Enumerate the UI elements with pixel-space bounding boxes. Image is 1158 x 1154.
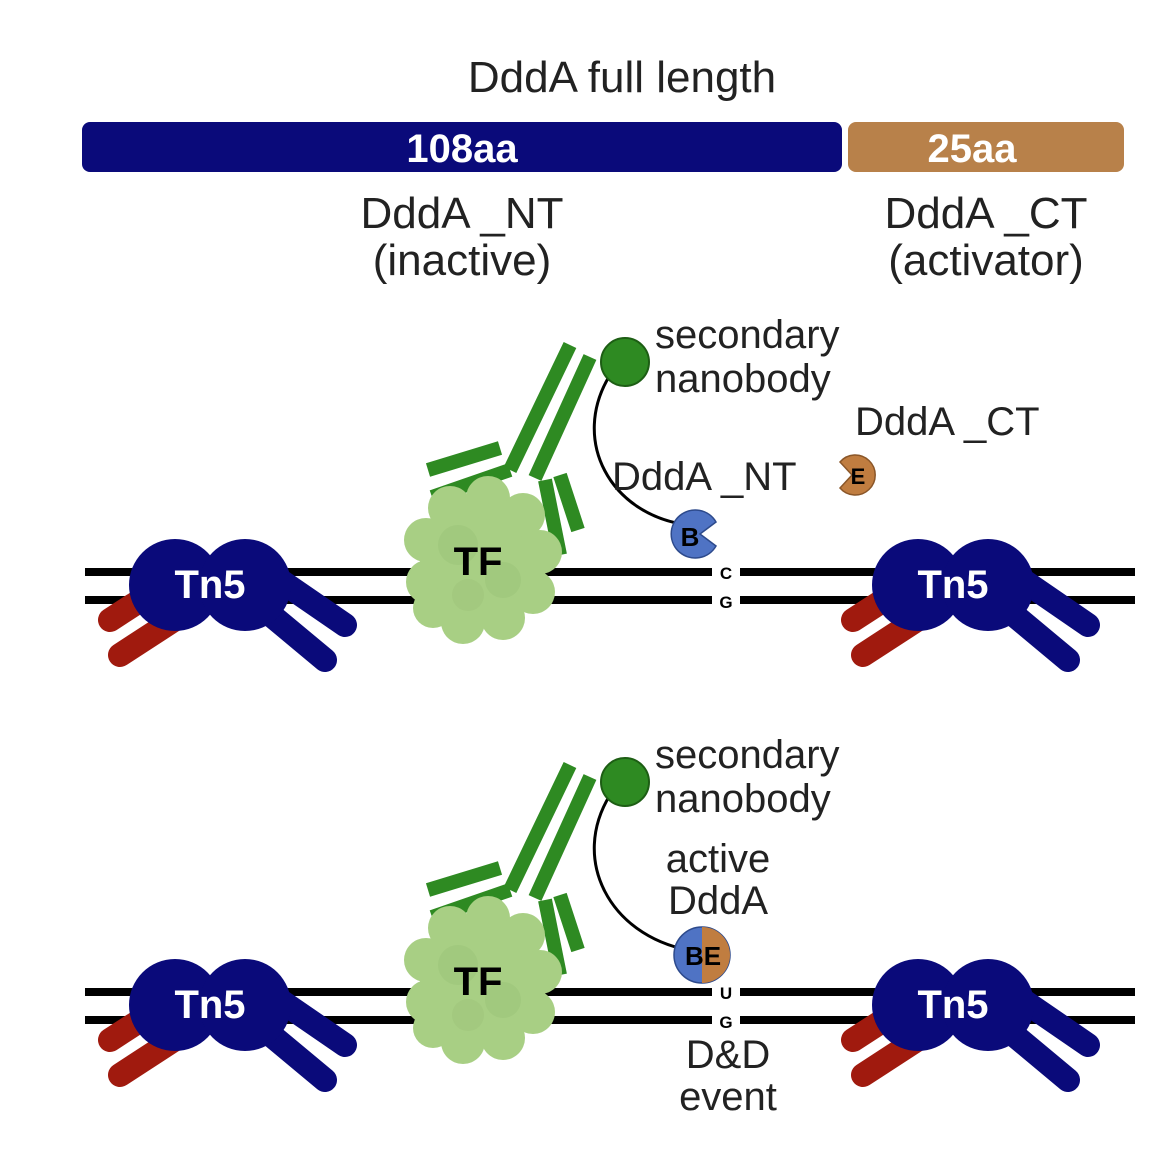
be-ct-letter: E [851, 464, 866, 489]
event-label-line1: D&D [686, 1033, 770, 1077]
nanobody-label-line1: secondary [655, 313, 840, 357]
tf-label: TF [454, 540, 503, 584]
nt-domain-bar [82, 122, 842, 172]
dddA-ct-label: DddA _CT [855, 400, 1040, 444]
nanobody-label-line2-2: nanobody [655, 777, 831, 821]
nanobody-icon [600, 757, 650, 807]
base-g: G [719, 593, 732, 612]
nanobody-tether [592, 794, 689, 952]
dddA-nt-pacman-icon [670, 509, 717, 559]
base-c: C [720, 564, 732, 583]
dddA-nt-label: DddA _NT [612, 455, 797, 499]
tf-label-2: TF [454, 960, 503, 1004]
event-label-line2: event [679, 1075, 777, 1119]
panel-inactive: C G Tn5 Tn5 TF secondary nanobody DddA _… [85, 313, 1135, 660]
diagram-title: DddA full length [468, 53, 776, 102]
tn5-right-label: Tn5 [917, 563, 988, 607]
dddA-ct-pacman-icon [838, 454, 876, 496]
ct-name-label: DddA _CT [885, 189, 1088, 238]
be-label: BE [685, 941, 721, 971]
nanobody-tether [592, 374, 689, 527]
tn5-right-label-2: Tn5 [917, 983, 988, 1027]
nanobody-icon [600, 337, 650, 387]
nt-length-label: 108aa [406, 127, 518, 171]
active-label-line1: active [666, 837, 771, 881]
tn5-left-label-2: Tn5 [174, 983, 245, 1027]
base-g-2: G [719, 1013, 732, 1032]
active-dddA-ct-half [702, 927, 730, 983]
nanobody-label-line2: nanobody [655, 357, 831, 401]
panel-active [85, 757, 1135, 1080]
tn5-left-label: Tn5 [174, 563, 245, 607]
base-u: U [720, 984, 732, 1003]
nt-name-label: DddA _NT [361, 189, 564, 238]
ct-length-label: 25aa [928, 127, 1018, 171]
nt-role-label: (inactive) [373, 236, 552, 285]
be-nt-letter: B [681, 522, 700, 552]
ct-domain-bar [848, 122, 1124, 172]
ct-role-label: (activator) [888, 236, 1084, 285]
active-label-line2: DddA [668, 879, 768, 923]
nanobody-label-line1-2: secondary [655, 733, 840, 777]
